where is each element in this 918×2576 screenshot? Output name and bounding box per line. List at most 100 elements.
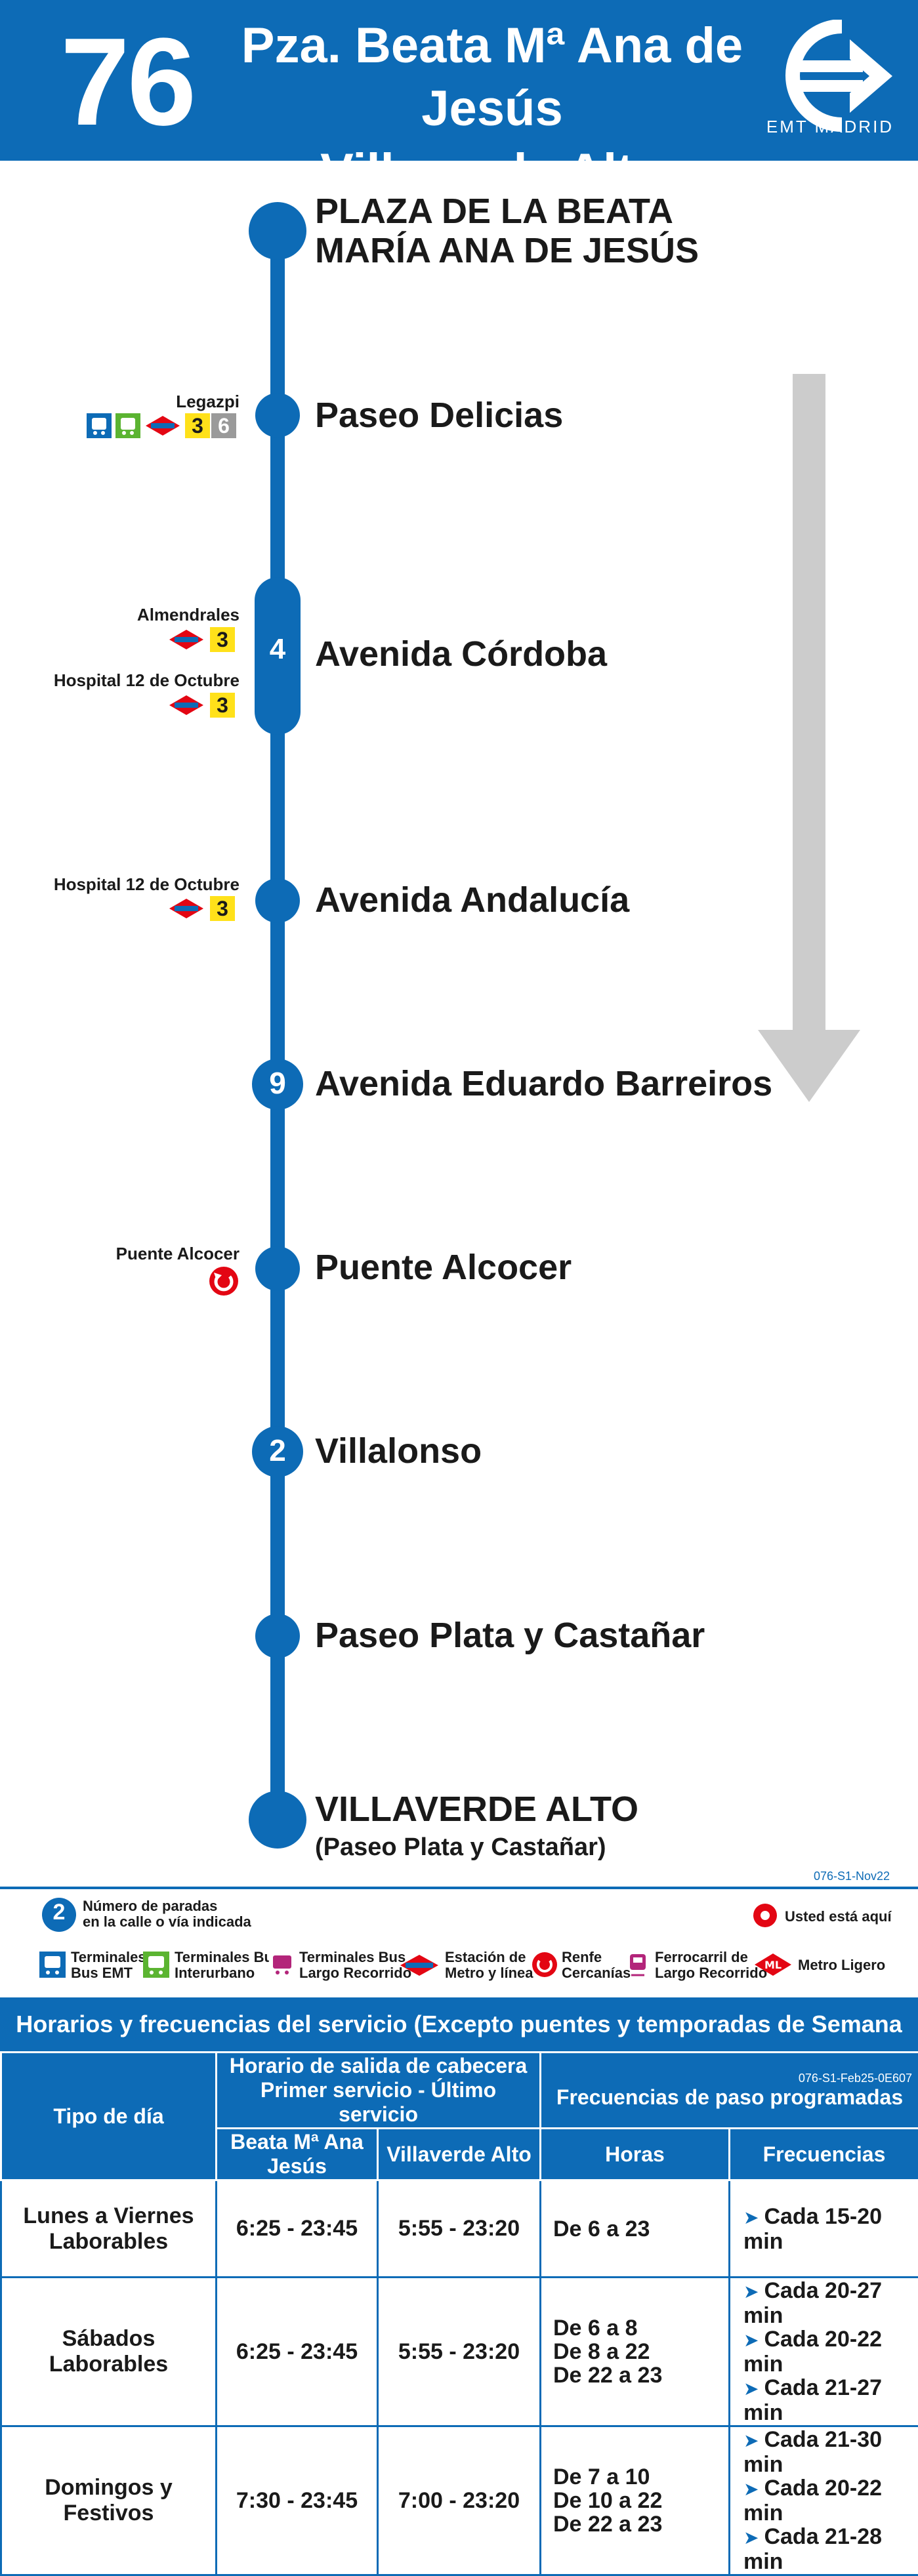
stop-count: 4	[255, 633, 301, 666]
frequency-entry: ➤Cada 20-22 min	[743, 2327, 917, 2376]
sub-origin-header: Beata Mª Ana Jesús	[217, 2129, 378, 2180]
sub-freq-header: Frecuencias	[730, 2129, 918, 2180]
day-type-line1: Sábados	[3, 2326, 215, 2352]
svg-text:ML: ML	[764, 1959, 782, 1971]
table-row: Sábados Laborables 6:25 - 23:45 5:55 - 2…	[1, 2278, 918, 2426]
arrow-right-icon: ➤	[743, 2281, 759, 2302]
stop-name: Avenida Córdoba	[315, 634, 607, 674]
hours-cell: De 6 a 8 De 8 a 22 De 22 a 23	[541, 2278, 730, 2426]
direction-arrow-shaft	[793, 374, 825, 1040]
stop-count: 2	[252, 1433, 303, 1468]
you-are-here-label: Usted está aquí	[785, 1909, 892, 1925]
connection-label: Puente Alcocer	[116, 1244, 240, 1264]
legend-item: Ferrocarril de Largo Recorrido	[655, 1950, 767, 1981]
frequency-value: Cada 21-28 min	[743, 2524, 882, 2574]
timetable-title: Horarios y frecuencias del servicio (Exc…	[0, 1997, 918, 2051]
legend-text: Terminales	[71, 1950, 146, 1965]
stop-dot	[255, 878, 300, 923]
hours-range: De 8 a 22	[553, 2340, 728, 2363]
arrow-right-icon: ➤	[743, 2430, 759, 2451]
connection-label: Almendrales	[137, 605, 240, 625]
arrow-right-icon: ➤	[743, 2330, 759, 2350]
legend-text: Metro y línea	[445, 1965, 533, 1981]
logo-text: EMT MADRID	[758, 117, 902, 137]
header-bar: 76 Pza. Beata Mª Ana de Jesús Villaverde…	[0, 0, 918, 161]
hours-range: De 6 a 23	[553, 2217, 728, 2241]
renfe-cercanias-icon	[209, 1266, 239, 1296]
day-type-cell: Sábados Laborables	[1, 2278, 217, 2426]
frequency-entry: ➤Cada 21-28 min	[743, 2525, 917, 2573]
legend-text: Bus EMT	[71, 1965, 146, 1981]
arrow-right-icon: ➤	[743, 2479, 759, 2499]
legend-text: Número de paradas	[83, 1898, 251, 1914]
arrow-right-icon: ➤	[743, 2527, 759, 2548]
route-line	[270, 230, 285, 1824]
legend-count-label: Número de paradas en la calle o vía indi…	[83, 1898, 251, 1930]
legend-item: Metro Ligero	[798, 1957, 885, 1973]
dest-time-cell: 5:55 - 23:20	[378, 2180, 541, 2278]
metro-icon	[169, 899, 203, 918]
stop-terminal-dot	[249, 202, 306, 260]
stop-name: Villalonso	[315, 1431, 482, 1471]
timetable-code: 076-S1-Feb25-0E607	[542, 2072, 917, 2085]
dest-time-cell: 7:00 - 23:20	[378, 2426, 541, 2575]
connection-label: Hospital 12 de Octubre	[54, 670, 240, 691]
hours-range: De 6 a 8	[553, 2316, 728, 2340]
stop-name-origin: PLAZA DE LA BEATA MARÍA ANA DE JESÚS	[315, 192, 699, 270]
metro-line-badge: 3	[210, 627, 235, 652]
stop-name: Paseo Plata y Castañar	[315, 1616, 705, 1655]
stop-subname: (Paseo Plata y Castañar)	[315, 1833, 606, 1862]
day-type-cell: Domingos y Festivos	[1, 2426, 217, 2575]
legend-text: Largo Recorrido	[299, 1965, 411, 1981]
metro-ligero-icon: ML	[755, 1953, 791, 1976]
stop-name: Avenida Eduardo Barreiros	[315, 1064, 772, 1103]
metro-icon	[169, 630, 203, 649]
you-are-here-icon	[752, 1902, 778, 1929]
arrow-right-icon: ➤	[743, 2379, 759, 2399]
hours-range: De 22 a 23	[553, 2363, 728, 2387]
renfe-cercanias-icon	[532, 1952, 558, 1978]
col-schedule-line1: Horario de salida de cabecera	[218, 2054, 539, 2078]
legend-text: Estación de	[445, 1950, 533, 1965]
frequency-entry: ➤Cada 20-22 min	[743, 2476, 917, 2525]
arrow-right-icon: ➤	[743, 2207, 759, 2228]
frequency-entry: ➤Cada 20-27 min	[743, 2279, 917, 2327]
stop-terminal-dot	[249, 1791, 306, 1849]
connection-label: Legazpi	[176, 392, 240, 412]
frequency-value: Cada 20-27 min	[743, 2278, 882, 2328]
direction-arrow-icon	[758, 1030, 860, 1102]
route-title: Pza. Beata Mª Ana de Jesús Villaverde Al…	[197, 14, 787, 203]
col-freq-header: 076-S1-Feb25-0E607 Frecuencias de paso p…	[541, 2053, 918, 2129]
legend-text: en la calle o vía indicada	[83, 1914, 251, 1930]
frequency-cell: ➤Cada 20-27 min ➤Cada 20-22 min ➤Cada 21…	[730, 2278, 918, 2426]
legend-item: Terminales Bus Largo Recorrido	[299, 1950, 411, 1981]
legend-item: Terminales Bus EMT	[71, 1950, 146, 1981]
table-row: Lunes a Viernes Laborables 6:25 - 23:45 …	[1, 2180, 918, 2278]
stop-name: Puente Alcocer	[315, 1248, 572, 1287]
col-freq-label: Frecuencias de paso programadas	[556, 2085, 903, 2109]
frequency-value: Cada 20-22 min	[743, 2476, 882, 2525]
long-distance-train-icon	[625, 1952, 651, 1978]
frequency-entry: ➤Cada 21-30 min	[743, 2428, 917, 2476]
legend-item: Terminales Bus Interurbano	[175, 1950, 281, 1981]
origin-time-cell: 6:25 - 23:45	[217, 2278, 378, 2426]
origin-time-cell: 7:30 - 23:45	[217, 2426, 378, 2575]
bus-terminal-icon	[87, 413, 112, 438]
timetable: Tipo de día Horario de salida de cabecer…	[0, 2051, 918, 2576]
legend-item: Estación de Metro y línea	[445, 1950, 533, 1981]
legend-text: Cercanías	[562, 1965, 631, 1981]
day-type-line1: Domingos y	[3, 2475, 215, 2501]
interurban-bus-icon	[143, 1952, 169, 1978]
hours-cell: De 7 a 10 De 10 a 22 De 22 a 23	[541, 2426, 730, 2575]
frequency-value: Cada 15-20 min	[743, 2204, 882, 2254]
route-code: 076-S1-Nov22	[814, 1870, 890, 1883]
bus-terminal-icon	[39, 1952, 66, 1978]
metro-line-badge: 3	[185, 413, 210, 438]
day-type-line2: Laborables	[3, 2229, 215, 2255]
stop-name: Paseo Delicias	[315, 396, 563, 435]
metro-line-badge: 3	[210, 896, 235, 921]
day-type-line1: Lunes a Viernes	[3, 2203, 215, 2229]
frequency-entry: ➤Cada 21-27 min	[743, 2376, 917, 2424]
legend-text: Terminales Bus	[299, 1950, 411, 1965]
frequency-entry: ➤Cada 15-20 min	[743, 2205, 917, 2253]
